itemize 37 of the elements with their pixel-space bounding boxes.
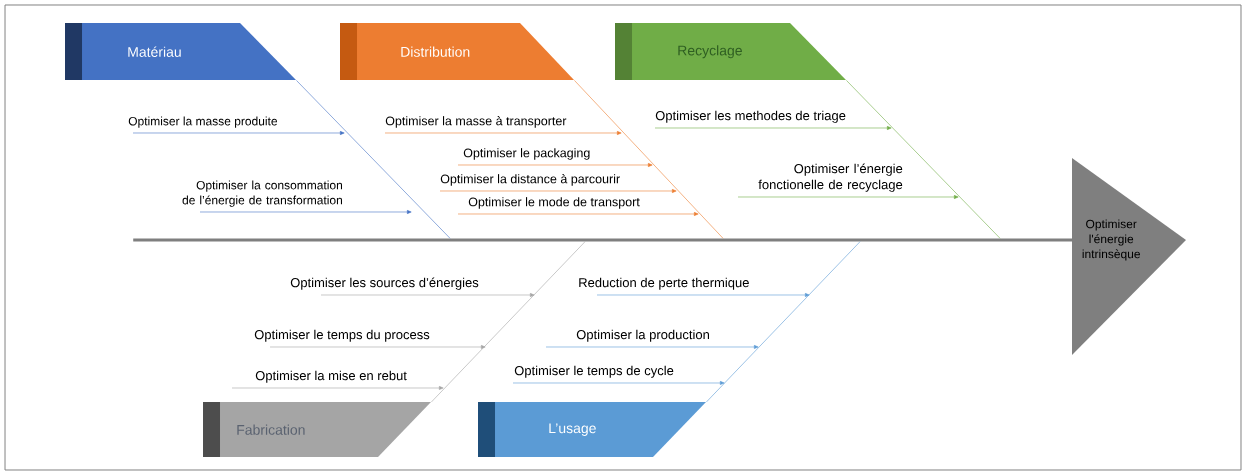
arrow xyxy=(654,126,892,130)
cause-text: Reduction de perte thermique xyxy=(579,277,749,290)
category-box: Fabrication xyxy=(203,402,431,457)
category-box: Matériau xyxy=(65,23,296,80)
bone-line xyxy=(846,80,1001,239)
cause-text: Optimiser la distance à parcourir xyxy=(440,174,620,186)
bone-line xyxy=(574,80,724,239)
cause-text: Optimiser le mode de transport xyxy=(468,197,640,209)
cause-text: Optimiser les sources d’énergies xyxy=(290,277,479,290)
effect-head: Optimiser l'énergie intrinsèque xyxy=(1072,158,1186,355)
arrow xyxy=(439,189,677,193)
cause-text: Optimiser la production xyxy=(576,329,709,342)
cause-text: Optimiser la consommation de l’énergie de transformation xyxy=(182,180,342,207)
arrow xyxy=(132,131,345,135)
arrow xyxy=(457,163,653,167)
spine-bar xyxy=(133,238,1073,242)
category-box: Recyclage xyxy=(615,23,846,80)
arrow xyxy=(199,210,412,214)
cause-text: Optimiser les methodes de triage xyxy=(655,110,846,123)
category-box: Distribution xyxy=(340,23,574,80)
arrow xyxy=(737,195,959,199)
arrow xyxy=(596,293,810,297)
cause-text: Optimiser le temps de cycle xyxy=(514,365,674,378)
arrow xyxy=(512,381,725,385)
bone-line xyxy=(296,80,451,239)
bone-line xyxy=(431,241,586,403)
cause-text: Optimiser le temps du process xyxy=(254,329,430,342)
cause-text: Optimiser la masse produite xyxy=(128,116,278,128)
cause-text: Optimiser le packaging xyxy=(463,148,590,160)
category-box: L’usage xyxy=(478,402,706,457)
arrow xyxy=(384,131,622,135)
bone-line xyxy=(706,241,861,403)
arrow xyxy=(457,212,699,216)
cause-text: Optimiser la mise en rebut xyxy=(255,370,407,383)
cause-text: Optimiser l’énergie fonctionelle de recyclage xyxy=(758,163,903,192)
cause-text: Optimiser la masse à transporter xyxy=(385,116,567,128)
arrow xyxy=(545,345,759,349)
